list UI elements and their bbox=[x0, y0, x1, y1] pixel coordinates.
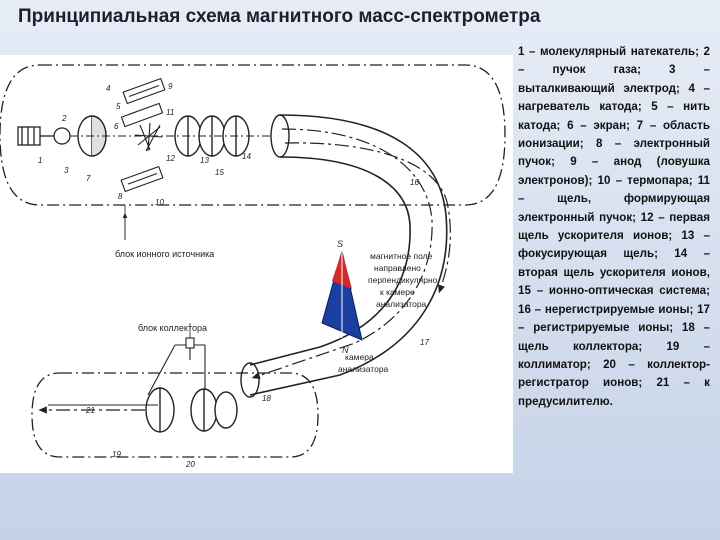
field-label-3: перпендикулярно bbox=[368, 275, 438, 285]
num-7: 7 bbox=[86, 174, 91, 183]
num-10: 10 bbox=[155, 198, 164, 207]
pole-s-label: S bbox=[337, 239, 343, 249]
num-21: 21 bbox=[85, 406, 95, 415]
slide-title: Принципиальная схема магнитного масс-спе… bbox=[18, 6, 541, 27]
analyzer-tube bbox=[249, 114, 448, 396]
num-12: 12 bbox=[166, 154, 175, 163]
ion-source-label: блок ионного источника bbox=[115, 249, 214, 259]
gas-inlet bbox=[17, 126, 71, 146]
chamber-label-1: камера bbox=[345, 352, 374, 362]
num-19: 19 bbox=[112, 450, 121, 459]
tube-entrance bbox=[270, 114, 290, 158]
source-electrodes bbox=[77, 115, 250, 157]
num-6: 6 bbox=[114, 122, 119, 131]
ion-source-housing bbox=[0, 64, 506, 206]
mass-spectrometer-diagram: S N блок ионного источника блок коллекто… bbox=[0, 55, 513, 473]
num-18: 18 bbox=[262, 394, 271, 403]
field-label-1: магнитное поле bbox=[370, 251, 433, 261]
tube-exit bbox=[240, 362, 260, 398]
num-9: 9 bbox=[168, 82, 173, 91]
num-15: 15 bbox=[215, 168, 224, 177]
num-8: 8 bbox=[118, 192, 123, 201]
num-5: 5 bbox=[116, 102, 121, 111]
num-3: 3 bbox=[64, 166, 69, 175]
ion-beams bbox=[251, 128, 451, 379]
chamber-label-2: анализатора bbox=[338, 364, 389, 374]
num-13: 13 bbox=[200, 156, 209, 165]
num-1: 1 bbox=[38, 156, 42, 165]
legend-text: 1 – молекулярный натекатель; 2 – пучок г… bbox=[518, 45, 710, 408]
field-label-5: анализатора bbox=[376, 299, 427, 309]
num-2: 2 bbox=[61, 114, 67, 123]
magnet-icon bbox=[321, 250, 363, 341]
field-label-2: направлено bbox=[374, 263, 421, 273]
collector-housing bbox=[31, 372, 319, 458]
num-11: 11 bbox=[166, 108, 174, 117]
pole-n-label: N bbox=[342, 345, 349, 355]
num-16: 16 bbox=[410, 178, 419, 187]
num-14: 14 bbox=[242, 152, 251, 161]
ionization-region bbox=[120, 77, 166, 193]
field-label-4: к камере bbox=[380, 287, 415, 297]
num-4: 4 bbox=[106, 84, 111, 93]
collector-wiring bbox=[147, 337, 206, 396]
collector-electrodes bbox=[145, 387, 238, 433]
num-20: 20 bbox=[185, 460, 195, 469]
collector-label: блок коллектора bbox=[138, 323, 207, 333]
num-17: 17 bbox=[420, 338, 429, 347]
